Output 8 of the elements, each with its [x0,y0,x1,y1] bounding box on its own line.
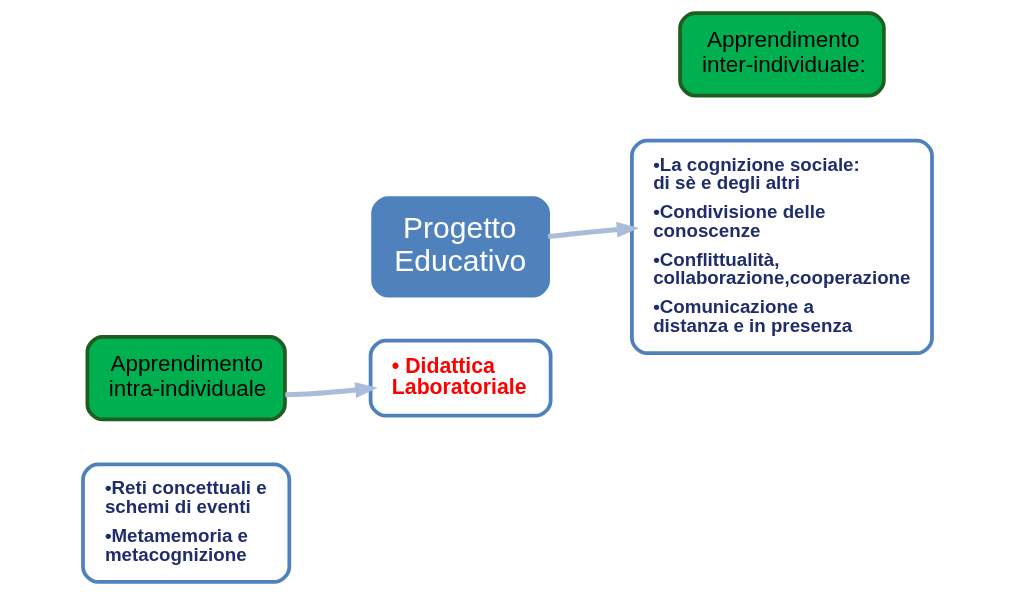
arrow [285,382,378,398]
node-box: Apprendimento inter-individuale: [678,11,886,98]
node-box: •La cognizione sociale: di sè e degli altri •Condivisione delle conoscenze •Conflittualità, collaborazione,cooperazione •Comunicazione a distanza e in presenza [630,138,934,355]
arrow [547,221,640,240]
node-box: •Reti concettuali e schemi di eventi •Metamemoria e metacognizione [81,462,292,584]
node-box: • Didattica Laboratoriale [368,338,553,418]
node-box: Apprendimento intra-individuale [85,335,287,422]
node-box: Progetto Educativo [371,196,550,298]
